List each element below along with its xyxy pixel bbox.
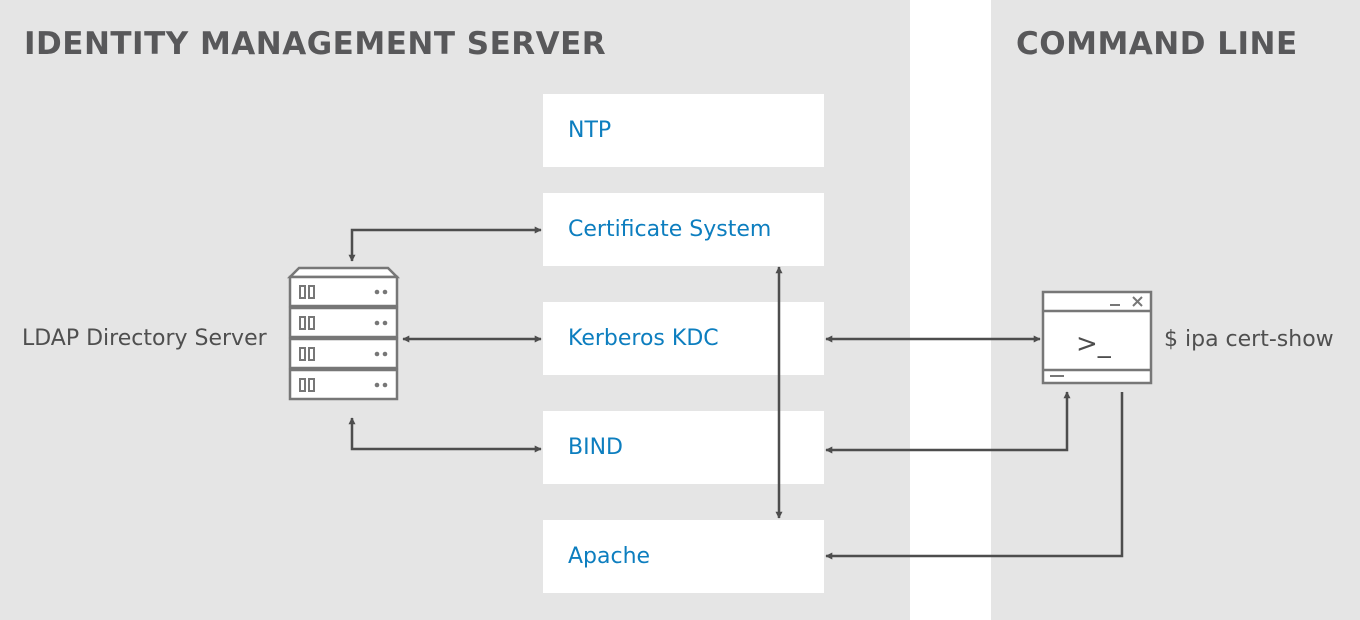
- identity-management-server-heading: IDENTITY MANAGEMENT SERVER: [24, 26, 607, 62]
- terminal-apache-connector: [825, 392, 1124, 560]
- ldap-bind-connector: [348, 417, 542, 453]
- certificate-system-box: Certificate System: [543, 193, 824, 266]
- terminal-icon: >_: [1041, 290, 1153, 385]
- ldap-directory-server-label: LDAP Directory Server: [22, 326, 267, 351]
- ldap-certificate-connector: [348, 226, 542, 262]
- ntp-box: NTP: [543, 94, 824, 167]
- ntp-label: NTP: [568, 118, 612, 143]
- bind-terminal-connector: [825, 391, 1071, 454]
- kerberos-kdc-label: Kerberos KDC: [568, 326, 719, 351]
- ipa-cert-show-command: $ ipa cert-show: [1164, 327, 1334, 352]
- bind-label: BIND: [568, 435, 623, 460]
- apache-box: Apache: [543, 520, 824, 593]
- ldap-server-icon: [286, 266, 401, 401]
- command-line-heading: COMMAND LINE: [1016, 26, 1298, 62]
- certificate-system-label: Certificate System: [568, 217, 772, 242]
- terminal-prompt: >_: [1076, 329, 1112, 359]
- apache-label: Apache: [568, 544, 651, 569]
